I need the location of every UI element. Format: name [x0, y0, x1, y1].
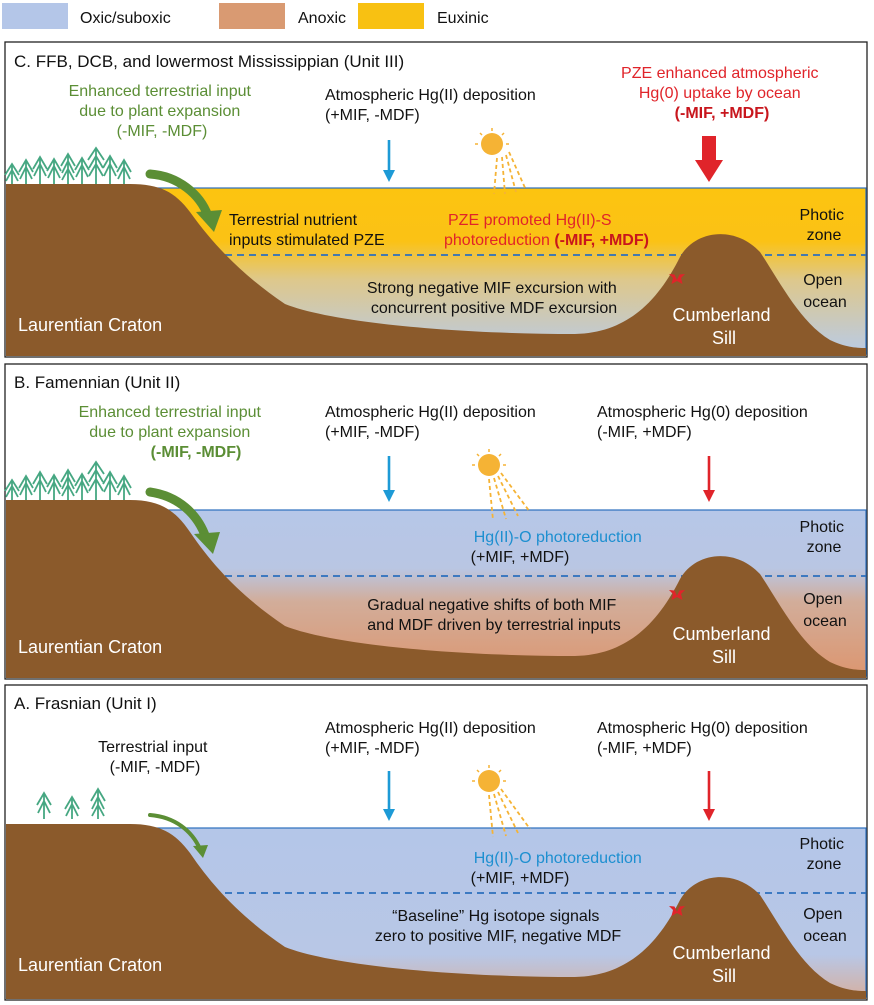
terrestrial-input-label: Terrestrial input (-MIF, -MDF) — [98, 739, 212, 776]
legend-swatch-anoxic — [219, 3, 285, 29]
photoreduction-label: Hg(II)-O photoreduction (+MIF, +MDF) — [471, 529, 647, 566]
terrestrial-input-label: Enhanced terrestrial input due to plant … — [69, 83, 256, 140]
panel-a: A. Frasnian (Unit I) Terrestrial input (… — [4, 684, 868, 1001]
legend-label-anoxic: Anoxic — [298, 10, 346, 27]
deep-water-note: Gradual negative shifts of both MIF and … — [367, 597, 620, 634]
sill-label: Cumberland Sill — [672, 305, 775, 348]
panel-c-title: C. FFB, DCB, and lowermost Mississippian… — [14, 52, 404, 71]
photic-zone-label: Photic zone — [800, 836, 849, 873]
deep-water-note: Strong negative MIF excursion with concu… — [367, 280, 621, 317]
hg2-arrow — [383, 140, 395, 182]
trees — [4, 146, 132, 184]
legend-swatch-oxic — [2, 3, 68, 29]
seafloor-land — [6, 500, 866, 678]
hg0-arrow — [695, 136, 723, 182]
open-ocean-label: Open ocean — [803, 591, 847, 630]
terrestrial-input-arrowhead — [196, 210, 222, 232]
legend-label-euxinic: Euxinic — [437, 10, 489, 27]
hg0-arrow — [703, 771, 715, 821]
terrestrial-input-arrow — [148, 813, 202, 851]
sun-icon — [472, 449, 531, 521]
open-ocean-label: Open ocean — [803, 272, 847, 311]
panel-b: B. Famennian (Unit II) Enhanced terrestr… — [4, 363, 868, 680]
hg0-deposition-label: Atmospheric Hg(0) deposition (-MIF, +MDF… — [597, 404, 812, 441]
terrestrial-input-arrowhead — [194, 532, 220, 554]
craton-label: Laurentian Craton — [18, 637, 162, 657]
sill-label: Cumberland Sill — [672, 943, 775, 986]
star-marker-icon — [669, 274, 685, 284]
sill-label: Cumberland Sill — [672, 624, 775, 667]
photic-zone-label: Photic zone — [800, 519, 849, 556]
seafloor-land — [6, 824, 866, 999]
hg0-deposition-label: Atmospheric Hg(0) deposition (-MIF, +MDF… — [597, 720, 812, 757]
hg2-deposition-label: Atmospheric Hg(II) deposition (+MIF, -MD… — [325, 87, 540, 124]
craton-label: Laurentian Craton — [18, 955, 162, 975]
legend: Oxic/suboxic Anoxic Euxinic — [2, 3, 489, 29]
star-marker-icon — [669, 906, 685, 916]
hg2-arrow — [383, 771, 395, 821]
photic-zone-label: Photic zone — [800, 207, 849, 244]
legend-label-oxic: Oxic/suboxic — [80, 10, 171, 27]
sun-icon — [472, 765, 531, 838]
panel-c: C. FFB, DCB, and lowermost Mississippian… — [4, 41, 868, 358]
photoreduction-label: PZE promoted Hg(II)-S photoreduction (-M… — [444, 212, 649, 249]
hg0-uptake-label: PZE enhanced atmospheric Hg(0) uptake by… — [621, 65, 823, 122]
trees — [4, 460, 132, 500]
trees — [36, 787, 106, 819]
open-ocean-label: Open ocean — [803, 906, 847, 945]
hg2-arrow — [383, 456, 395, 502]
terrestrial-input-arrowhead — [193, 845, 208, 858]
terrestrial-input-arrow — [145, 169, 213, 221]
hg2-deposition-label: Atmospheric Hg(II) deposition (+MIF, -MD… — [325, 404, 540, 441]
terrestrial-input-label: Enhanced terrestrial input due to plant … — [79, 404, 266, 461]
deep-water-note: “Baseline” Hg isotope signals zero to po… — [375, 908, 622, 945]
panel-b-title: B. Famennian (Unit II) — [14, 373, 180, 392]
star-marker-icon — [669, 590, 685, 600]
seafloor-land — [6, 184, 866, 356]
craton-label: Laurentian Craton — [18, 315, 162, 335]
sun-icon — [475, 128, 527, 195]
legend-item-anoxic: Anoxic — [219, 3, 346, 29]
hg2-deposition-label: Atmospheric Hg(II) deposition (+MIF, -MD… — [325, 720, 540, 757]
photoreduction-label: Hg(II)-O photoreduction (+MIF, +MDF) — [471, 850, 647, 887]
panel-a-title: A. Frasnian (Unit I) — [14, 694, 157, 713]
terrestrial-input-arrow — [145, 487, 211, 543]
legend-item-oxic: Oxic/suboxic — [2, 3, 171, 29]
legend-item-euxinic: Euxinic — [358, 3, 489, 29]
legend-swatch-euxinic — [358, 3, 424, 29]
hg0-arrow — [703, 456, 715, 502]
nutrient-input-label: Terrestrial nutrient inputs stimulated P… — [229, 212, 385, 249]
